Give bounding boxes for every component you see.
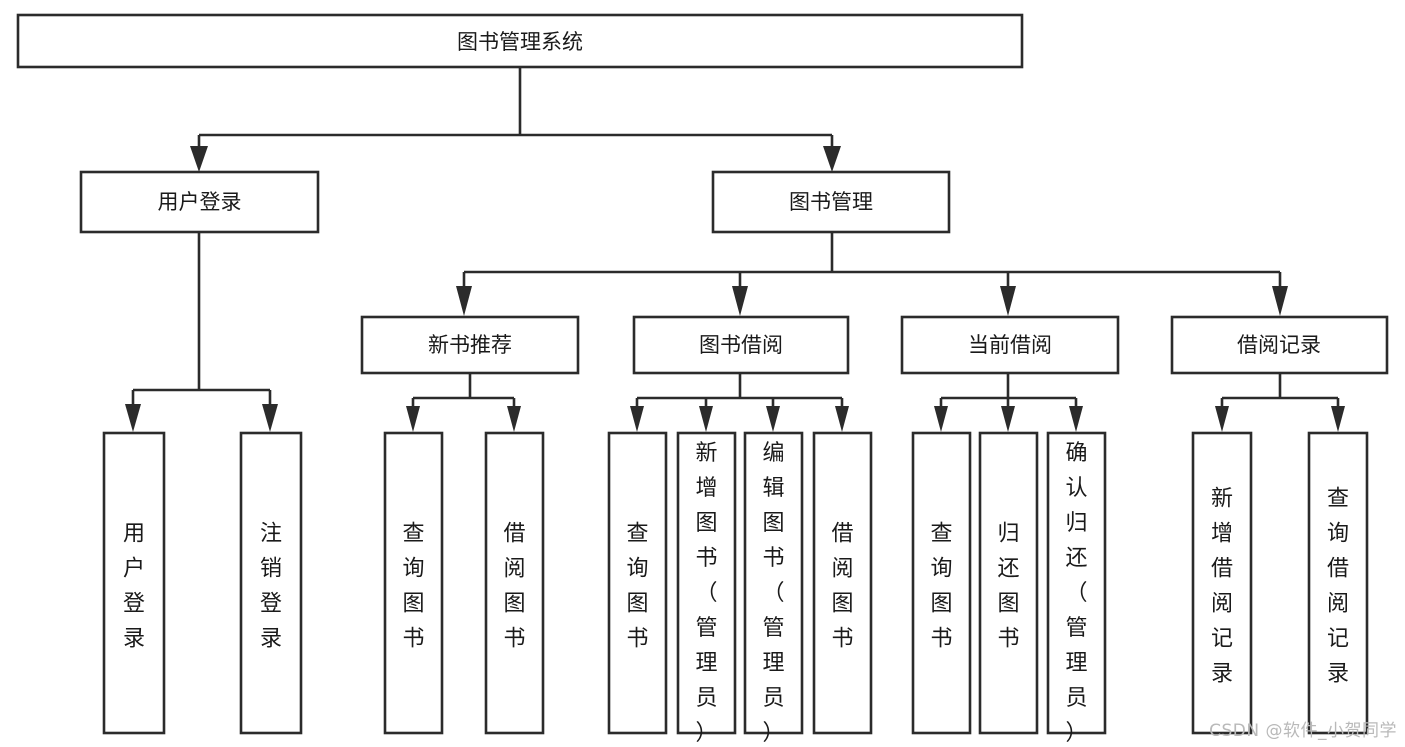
- node-leaf-query-record-label: 查询借阅记录: [1327, 486, 1349, 686]
- node-user-login-rect[interactable]: [79, 170, 320, 234]
- node-leaf-user-login-rect[interactable]: [102, 431, 166, 735]
- node-current-borrow-label: 当前借阅: [968, 333, 1052, 357]
- node-book-borrow-rect[interactable]: [632, 315, 850, 375]
- watermark-text: CSDN @软件_小贺同学: [1209, 721, 1397, 741]
- arrow-bb-leaf-4: [835, 406, 849, 432]
- node-current-borrow-rect[interactable]: [900, 315, 1120, 375]
- arrow-bm-to-book-borrow: [732, 286, 748, 316]
- arrow-cb-leaf-3: [1069, 406, 1083, 432]
- node-book-manage-rect[interactable]: [711, 170, 951, 234]
- node-leaf-add-record[interactable]: 新增借阅记录: [1191, 431, 1253, 735]
- node-root-label: 图书管理系统: [457, 30, 583, 54]
- node-leaf-query-book-1-rect[interactable]: [383, 431, 444, 735]
- node-leaf-query-book-3-label: 查询图书: [930, 521, 952, 651]
- node-user-login[interactable]: 用户登录: [79, 170, 320, 234]
- node-root[interactable]: 图书管理系统: [16, 13, 1024, 69]
- node-new-book-recommend-rect[interactable]: [360, 315, 580, 375]
- node-borrow-record[interactable]: 借阅记录: [1170, 315, 1389, 375]
- node-leaf-edit-book-label: 编辑图书（管理员）: [762, 441, 784, 746]
- node-book-borrow[interactable]: 图书借阅: [632, 315, 850, 375]
- arrow-bb-leaf-2: [699, 406, 713, 432]
- node-leaf-query-book-1[interactable]: 查询图书: [383, 431, 444, 735]
- node-leaf-borrow-book-1[interactable]: 借阅图书: [484, 431, 545, 735]
- node-leaf-borrow-book-2-rect[interactable]: [812, 431, 873, 735]
- node-leaf-logout-label: 注销登录: [260, 521, 282, 651]
- node-leaf-query-book-1-label: 查询图书: [402, 521, 424, 651]
- node-leaf-query-book-3[interactable]: 查询图书: [911, 431, 972, 735]
- node-leaf-logout[interactable]: 注销登录: [239, 431, 303, 735]
- arrow-cb-leaf-2: [1001, 406, 1015, 432]
- arrow-nbr-leaf-2: [507, 406, 521, 432]
- arrow-bm-to-borrow-record: [1272, 286, 1288, 316]
- node-leaf-confirm-return-rect[interactable]: [1046, 431, 1107, 735]
- node-leaf-query-record[interactable]: 查询借阅记录: [1307, 431, 1369, 735]
- node-user-login-label: 用户登录: [158, 190, 242, 214]
- node-leaf-add-book[interactable]: 新增图书（管理员）: [676, 431, 737, 746]
- node-leaf-return-book-label: 归还图书: [997, 521, 1019, 651]
- arrow-bb-leaf-1: [630, 406, 644, 432]
- node-leaf-return-book-rect[interactable]: [978, 431, 1039, 735]
- node-leaf-borrow-book-2-label: 借阅图书: [831, 521, 853, 651]
- arrow-root-to-user-login: [190, 146, 208, 172]
- node-new-book-recommend-label: 新书推荐: [428, 333, 512, 357]
- arrow-user-login-leaf-2: [262, 404, 278, 432]
- node-leaf-add-book-label: 新增图书（管理员）: [695, 441, 717, 746]
- node-leaf-borrow-book-1-label: 借阅图书: [503, 521, 525, 651]
- leaf-layer: 用户登录 注销登录 查询图书 借阅图书 查询图书 新增图书（管理员）: [102, 431, 1369, 746]
- arrow-br-leaf-2: [1331, 406, 1345, 432]
- node-leaf-confirm-return-label: 确认归还（管理员）: [1065, 441, 1087, 746]
- node-leaf-add-record-rect[interactable]: [1191, 431, 1253, 735]
- node-leaf-add-book-rect[interactable]: [676, 431, 737, 735]
- node-root-rect[interactable]: [16, 13, 1024, 69]
- node-book-manage[interactable]: 图书管理: [711, 170, 951, 234]
- node-leaf-query-book-2-label: 查询图书: [626, 521, 648, 651]
- node-leaf-edit-book-rect[interactable]: [743, 431, 804, 735]
- arrow-bb-leaf-3: [766, 406, 780, 432]
- node-leaf-return-book[interactable]: 归还图书: [978, 431, 1039, 735]
- arrow-bm-to-current-borrow: [1000, 286, 1016, 316]
- arrow-bm-to-new-book-recommend: [456, 286, 472, 316]
- node-leaf-borrow-book-2[interactable]: 借阅图书: [812, 431, 873, 735]
- node-borrow-record-rect[interactable]: [1170, 315, 1389, 375]
- node-borrow-record-label: 借阅记录: [1237, 333, 1321, 357]
- arrow-nbr-leaf-1: [406, 406, 420, 432]
- node-leaf-borrow-book-1-rect[interactable]: [484, 431, 545, 735]
- node-leaf-user-login[interactable]: 用户登录: [102, 431, 166, 735]
- node-book-borrow-label: 图书借阅: [699, 333, 783, 357]
- node-current-borrow[interactable]: 当前借阅: [900, 315, 1120, 375]
- arrow-root-to-book-manage: [823, 146, 841, 172]
- node-book-manage-label: 图书管理: [789, 190, 873, 214]
- arrow-br-leaf-1: [1215, 406, 1229, 432]
- node-leaf-query-book-2[interactable]: 查询图书: [607, 431, 668, 735]
- node-leaf-query-book-3-rect[interactable]: [911, 431, 972, 735]
- node-new-book-recommend[interactable]: 新书推荐: [360, 315, 580, 375]
- node-leaf-add-record-label: 新增借阅记录: [1211, 486, 1233, 686]
- node-leaf-edit-book[interactable]: 编辑图书（管理员）: [743, 431, 804, 746]
- node-leaf-confirm-return[interactable]: 确认归还（管理员）: [1046, 431, 1107, 746]
- node-leaf-query-book-2-rect[interactable]: [607, 431, 668, 735]
- node-leaf-query-record-rect[interactable]: [1307, 431, 1369, 735]
- arrow-cb-leaf-1: [934, 406, 948, 432]
- connector-layer: [125, 67, 1345, 432]
- node-leaf-user-login-label: 用户登录: [123, 521, 145, 651]
- arrow-user-login-leaf-1: [125, 404, 141, 432]
- node-leaf-logout-rect[interactable]: [239, 431, 303, 735]
